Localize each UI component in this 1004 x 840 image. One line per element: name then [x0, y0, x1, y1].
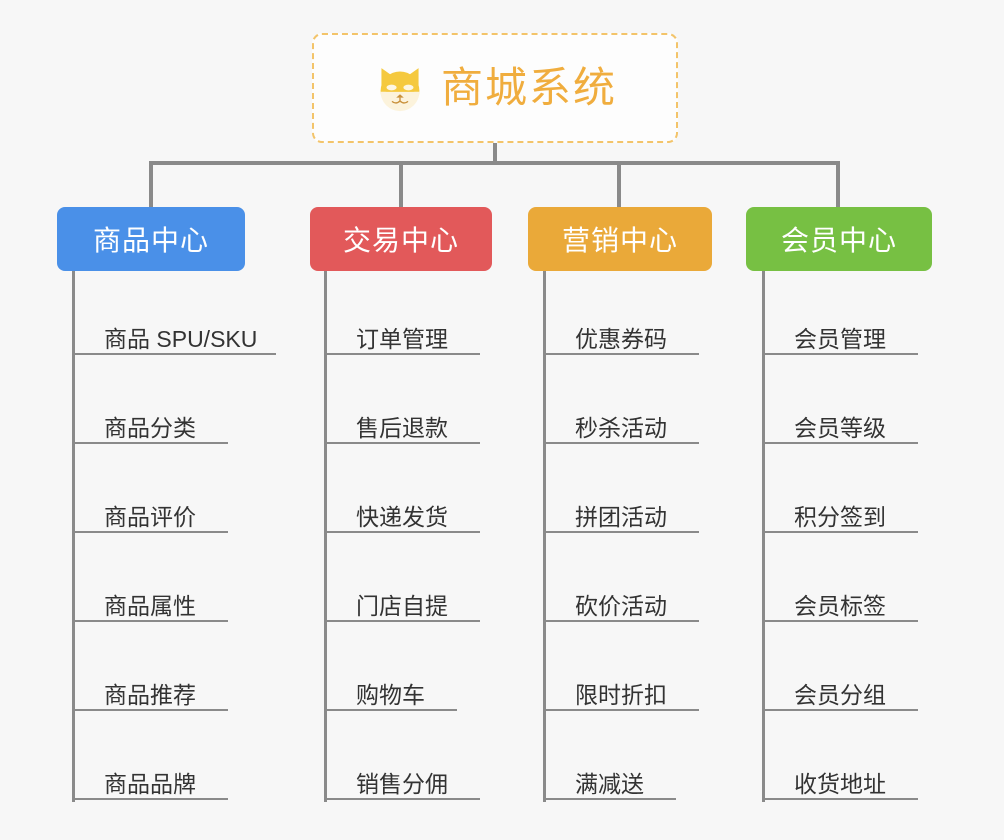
leaf-item-trade-5[interactable]: 销售分佣	[324, 758, 480, 800]
leaf-item-trade-3[interactable]: 门店自提	[324, 580, 480, 622]
leaf-item-product-3[interactable]: 商品属性	[72, 580, 228, 622]
leaf-label: 销售分佣	[356, 770, 448, 797]
leaf-label: 商品属性	[104, 592, 196, 619]
connector-drop-trade-center	[399, 161, 403, 209]
leaf-label: 会员标签	[794, 592, 886, 619]
leaf-label: 商品推荐	[104, 681, 196, 708]
leaf-label: 限时折扣	[575, 681, 667, 708]
connector-drop-member-center	[836, 161, 840, 209]
category-label-member-center: 会员中心	[780, 225, 897, 256]
leaf-label: 会员分组	[794, 681, 886, 708]
leaf-label: 砍价活动	[575, 592, 667, 619]
leaf-label: 商品评价	[104, 503, 196, 530]
leaf-item-marketing-0[interactable]: 优惠券码	[543, 313, 699, 355]
leaf-item-trade-4[interactable]: 购物车	[324, 669, 457, 711]
leaf-label: 满减送	[575, 770, 644, 797]
leaf-item-member-3[interactable]: 会员标签	[762, 580, 918, 622]
category-box-member-center[interactable]: 会员中心	[746, 207, 932, 271]
connector-horizontal-bus	[149, 161, 840, 165]
leaf-label: 商品品牌	[104, 770, 196, 797]
leaf-item-marketing-3[interactable]: 砍价活动	[543, 580, 699, 622]
leaf-item-member-5[interactable]: 收货地址	[762, 758, 918, 800]
leaf-item-product-1[interactable]: 商品分类	[72, 402, 228, 444]
leaf-label: 门店自提	[356, 592, 448, 619]
leaf-item-marketing-2[interactable]: 拼团活动	[543, 491, 699, 533]
leaf-label: 售后退款	[356, 414, 448, 441]
leaf-item-trade-1[interactable]: 售后退款	[324, 402, 480, 444]
spine-member-center	[762, 271, 765, 802]
root-node-shop-system[interactable]: 商城系统	[312, 33, 678, 143]
leaf-item-trade-0[interactable]: 订单管理	[324, 313, 480, 355]
leaf-label: 快递发货	[356, 503, 448, 530]
category-box-product-center[interactable]: 商品中心	[57, 207, 245, 271]
leaf-label: 积分签到	[794, 503, 886, 530]
leaf-label: 优惠券码	[575, 325, 667, 352]
leaf-item-product-4[interactable]: 商品推荐	[72, 669, 228, 711]
leaf-item-marketing-5[interactable]: 满减送	[543, 758, 676, 800]
leaf-label: 会员管理	[794, 325, 886, 352]
connector-root-stem	[493, 143, 497, 164]
leaf-item-product-5[interactable]: 商品品牌	[72, 758, 228, 800]
leaf-label: 拼团活动	[575, 503, 667, 530]
shiba-dog-face-icon	[373, 63, 427, 117]
leaf-label: 商品分类	[104, 414, 196, 441]
leaf-item-member-2[interactable]: 积分签到	[762, 491, 918, 533]
leaf-label: 订单管理	[356, 325, 448, 352]
leaf-label: 商品 SPU/SKU	[104, 325, 258, 352]
spine-marketing-center	[543, 271, 546, 802]
leaf-item-marketing-4[interactable]: 限时折扣	[543, 669, 699, 711]
connector-drop-marketing-center	[617, 161, 621, 209]
leaf-label: 购物车	[356, 681, 425, 708]
leaf-item-member-1[interactable]: 会员等级	[762, 402, 918, 444]
leaf-item-member-0[interactable]: 会员管理	[762, 313, 918, 355]
leaf-label: 会员等级	[794, 414, 886, 441]
spine-trade-center	[324, 271, 327, 802]
category-box-marketing-center[interactable]: 营销中心	[528, 207, 712, 271]
leaf-item-product-0[interactable]: 商品 SPU/SKU	[72, 313, 276, 355]
category-label-marketing-center: 营销中心	[561, 225, 678, 256]
spine-product-center	[72, 271, 75, 802]
connector-drop-product-center	[149, 161, 153, 209]
root-node-label: 商城系统	[440, 64, 617, 111]
leaf-item-member-4[interactable]: 会员分组	[762, 669, 918, 711]
leaf-label: 秒杀活动	[575, 414, 667, 441]
leaf-label: 收货地址	[794, 770, 886, 797]
leaf-item-marketing-1[interactable]: 秒杀活动	[543, 402, 699, 444]
leaf-item-product-2[interactable]: 商品评价	[72, 491, 228, 533]
leaf-item-trade-2[interactable]: 快递发货	[324, 491, 480, 533]
category-label-trade-center: 交易中心	[342, 225, 459, 256]
category-label-product-center: 商品中心	[92, 225, 209, 256]
category-box-trade-center[interactable]: 交易中心	[310, 207, 492, 271]
